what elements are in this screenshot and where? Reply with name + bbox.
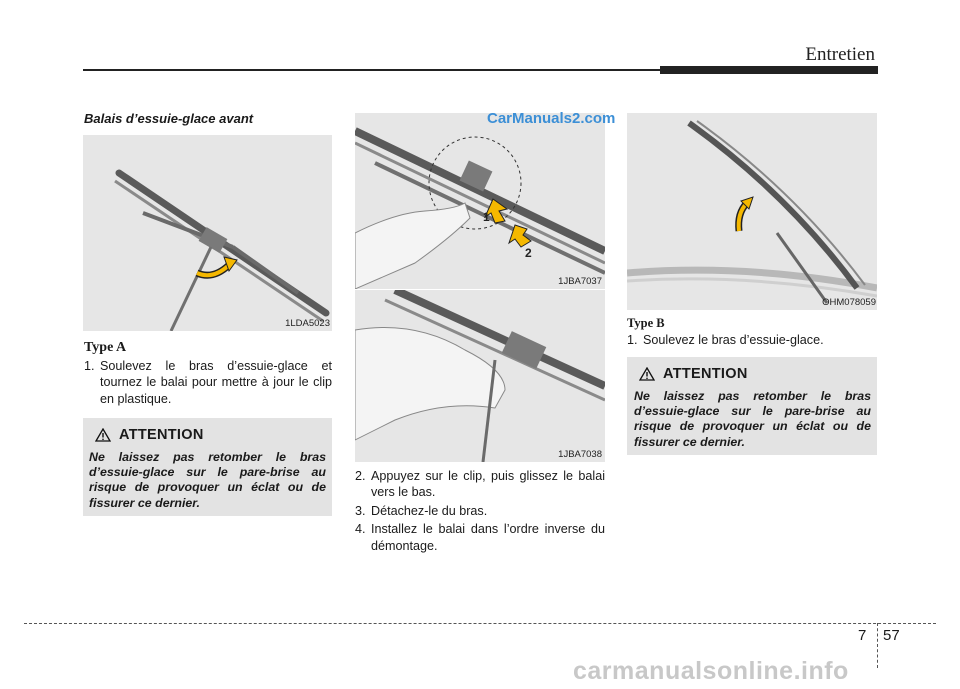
step-2: 2. Appuyez sur le clip, puis glissez le … <box>355 469 605 500</box>
callout-1: 1 <box>483 210 490 224</box>
figure-code: OHM078059 <box>822 297 876 308</box>
watermark-text: CarManuals2.com <box>487 110 616 127</box>
figure-blade-detach: 1JBA7038 <box>355 290 605 462</box>
figure-wiper-lift: 1LDA5023 <box>83 135 332 331</box>
caution-title: ATTENTION <box>663 366 748 382</box>
middle-steps: 2. Appuyez sur le clip, puis glissez le … <box>355 468 605 554</box>
type-b-wiper-illustration <box>627 120 877 304</box>
site-watermark: carmanualsonline.info <box>573 657 849 685</box>
warning-icon <box>95 428 111 442</box>
figure-code: 1LDA5023 <box>285 318 330 329</box>
page-number: 57 <box>883 627 900 644</box>
type-a-step-1: 1. Soulevez le bras d’essuie-glace et to… <box>84 359 332 406</box>
caution-box: ATTENTION Ne laissez pas retomber le bra… <box>83 418 332 516</box>
section-heading: Balais d’essuie-glace avant <box>84 111 254 126</box>
blade-detach-illustration <box>355 290 605 462</box>
chapter-number: 7 <box>858 627 867 644</box>
callout-2: 2 <box>525 246 532 260</box>
warning-icon <box>639 367 655 381</box>
type-b-step-1: 1. Soulevez le bras d’essuie-glace. <box>627 333 824 347</box>
figure-code: 1JBA7038 <box>558 449 602 460</box>
step-4: 4. Installez le balai dans l’ordre inver… <box>355 522 605 553</box>
footer-rule <box>24 623 936 624</box>
header-rule <box>83 69 660 71</box>
caution-box: ATTENTION Ne laissez pas retomber le bra… <box>627 357 877 455</box>
type-a-title: Type A <box>84 340 127 355</box>
wiper-blade-illustration <box>114 169 330 331</box>
figure-code: 1JBA7037 <box>558 276 602 287</box>
header-rule-bar <box>660 66 878 74</box>
caution-title: ATTENTION <box>119 427 204 443</box>
figure-type-b: OHM078059 <box>627 113 877 310</box>
clip-press-illustration: 1 2 <box>355 127 605 289</box>
caution-body: Ne laissez pas retomber le bras d’essuie… <box>89 450 326 510</box>
step-3: 3. Détachez-le du bras. <box>355 503 488 518</box>
type-b-title: Type B <box>627 316 665 330</box>
footer-divider <box>877 623 878 668</box>
caution-body: Ne laissez pas retomber le bras d’essuie… <box>634 389 871 449</box>
page-header-title: Entretien <box>805 44 875 65</box>
figure-clip-press: 1 2 1JBA7037 <box>355 113 605 289</box>
